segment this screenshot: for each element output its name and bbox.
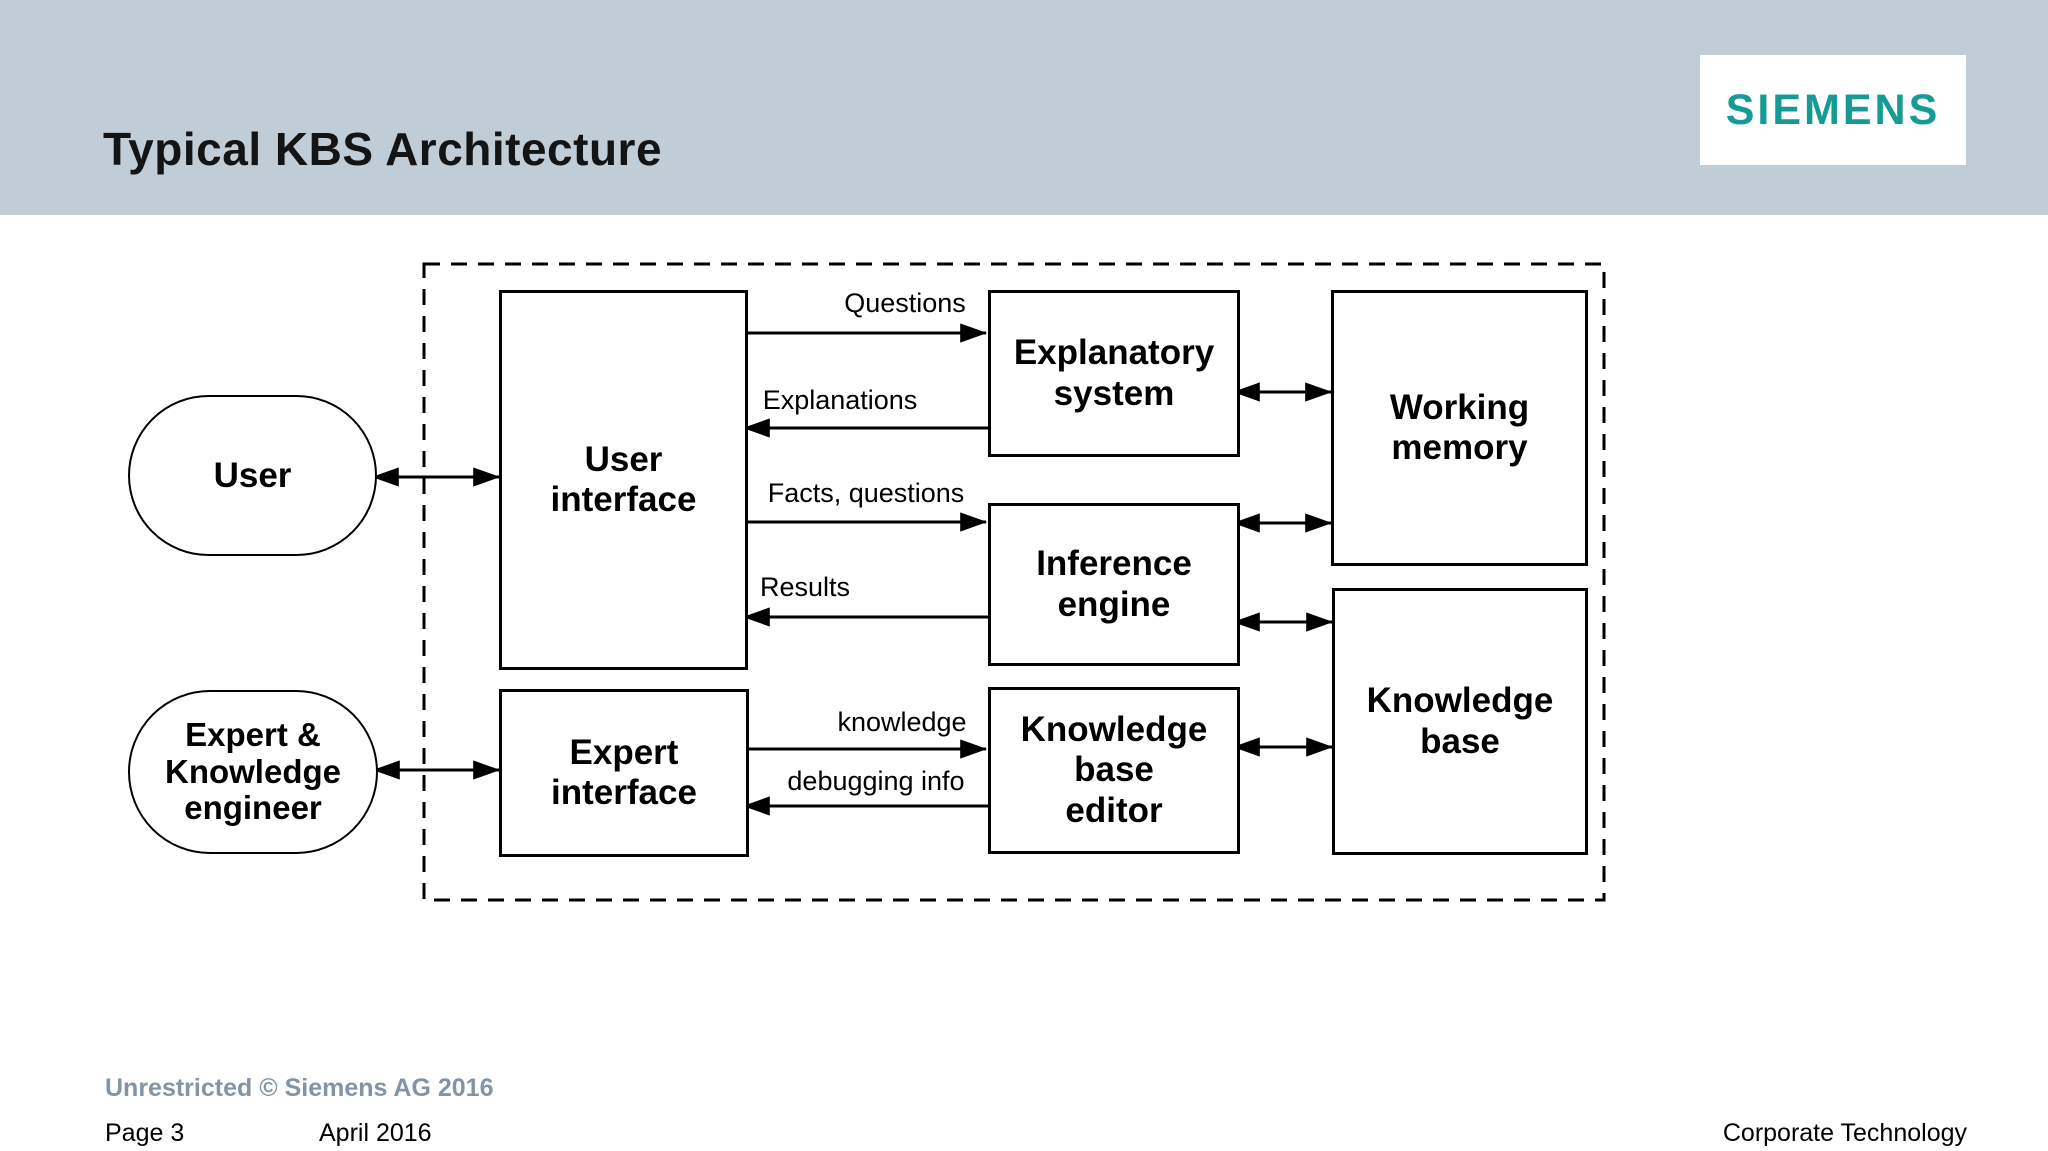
flow-label-explanations: Explanations	[762, 385, 918, 415]
system-boundary	[422, 262, 1606, 902]
box-explanatory-system-label: Explanatory system	[1013, 333, 1215, 413]
actor-user-label: User	[213, 455, 292, 495]
box-knowledge-base: Knowledge base	[1332, 588, 1588, 855]
footer-restriction-notice: Unrestricted © Siemens AG 2016	[105, 1074, 494, 1102]
footer-date: April 2016	[319, 1119, 432, 1147]
flow-label-knowledge: knowledge	[837, 707, 967, 737]
box-inference-engine: Inference engine	[988, 503, 1240, 666]
footer-department: Corporate Technology	[1722, 1119, 1967, 1147]
footer-page-number: Page 3	[105, 1119, 185, 1147]
actor-user: User	[128, 395, 377, 556]
flow-label-facts-questions: Facts, questions	[767, 478, 965, 508]
box-user-interface: User interface	[499, 290, 748, 670]
box-knowledge-base-label: Knowledge base	[1366, 681, 1554, 761]
siemens-logo-text: SIEMENS	[1725, 85, 1941, 134]
flow-label-questions: Questions	[844, 288, 966, 318]
box-inference-engine-label: Inference engine	[1036, 544, 1192, 624]
box-working-memory-label: Working memory	[1389, 387, 1530, 467]
box-expert-interface: Expert interface	[499, 689, 749, 857]
actor-expert-label: Expert & Knowledge engineer	[164, 715, 341, 827]
flow-label-debugging-info: debugging info	[787, 766, 965, 796]
box-user-interface-label: User interface	[550, 439, 697, 519]
box-explanatory-system: Explanatory system	[988, 290, 1240, 457]
box-expert-interface-label: Expert interface	[551, 732, 697, 812]
page-title: Typical KBS Architecture	[103, 123, 663, 175]
siemens-logo: SIEMENS	[1700, 55, 1966, 165]
flow-label-results: Results	[759, 572, 851, 602]
actor-expert-knowledge-engineer: Expert & Knowledge engineer	[128, 690, 378, 854]
box-knowledge-base-editor: Knowledge base editor	[988, 687, 1240, 854]
box-working-memory: Working memory	[1331, 290, 1588, 566]
box-knowledge-base-editor-label: Knowledge base editor	[1020, 710, 1208, 830]
